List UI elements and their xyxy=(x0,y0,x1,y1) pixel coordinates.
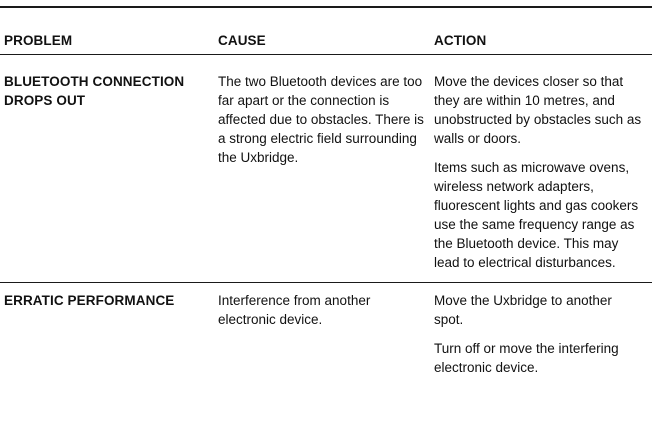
table-header-row: PROBLEM CAUSE ACTION xyxy=(0,8,652,55)
cause-text: The two Bluetooth devices are too far ap… xyxy=(218,74,424,165)
cause-cell: Interference from another electronic dev… xyxy=(218,283,434,377)
problem-text: BLUETOOTH CONNECTION DROPS OUT xyxy=(4,74,185,108)
action-cell: Move the devices closer so that they are… xyxy=(434,55,652,282)
problem-text: ERRATIC PERFORMANCE xyxy=(4,293,175,308)
problem-cell: BLUETOOTH CONNECTION DROPS OUT xyxy=(0,55,218,282)
action-text: Items such as microwave ovens, wireless … xyxy=(434,160,639,270)
action-text: Move the devices closer so that they are… xyxy=(434,74,642,146)
troubleshooting-table: PROBLEM CAUSE ACTION BLUETOOTH CONNECTIO… xyxy=(0,6,652,377)
cause-cell: The two Bluetooth devices are too far ap… xyxy=(218,55,434,282)
action-cell: Move the Uxbridge to another spot. Turn … xyxy=(434,283,652,377)
cause-text: Interference from another electronic dev… xyxy=(218,293,371,327)
action-text: Turn off or move the interfering electro… xyxy=(434,341,619,375)
action-text: Move the Uxbridge to another spot. xyxy=(434,293,612,327)
table-row: ERRATIC PERFORMANCE Interference from an… xyxy=(0,283,652,377)
table-row: BLUETOOTH CONNECTION DROPS OUT The two B… xyxy=(0,55,652,283)
header-action: ACTION xyxy=(434,33,487,48)
header-problem: PROBLEM xyxy=(4,33,73,48)
problem-cell: ERRATIC PERFORMANCE xyxy=(0,283,218,377)
header-cause: CAUSE xyxy=(218,33,266,48)
